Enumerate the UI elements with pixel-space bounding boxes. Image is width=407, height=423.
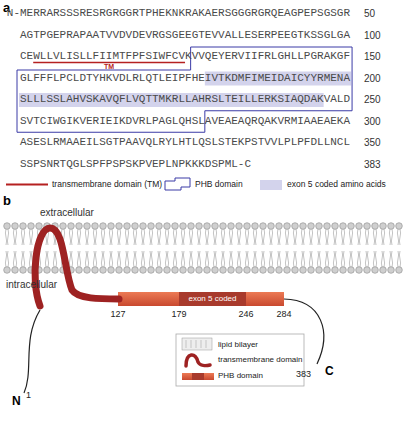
residue-number: 250 [364, 93, 381, 106]
terminus-label: C [325, 364, 334, 378]
sequence-line: N-MERRARSSSRESRGRGGRTPHEKNKRAKAERSGGGRGR… [7, 7, 350, 20]
sequence-line: SSPSNRTQGLSPFPSPSKPVEPLNPKKKDSPML-C [20, 158, 251, 171]
residue-number: 1 [26, 390, 31, 401]
legend-swatch [260, 180, 282, 190]
residue-number: 150 [364, 50, 381, 63]
legend-label: PHB domain [195, 179, 243, 190]
sequence-line: SLLLSSLAHVSKAVQFLVQTTMKRLLAHRSLTEILLERKS… [20, 93, 350, 106]
panel-letter: b [3, 193, 11, 208]
residue-number: 383 [364, 158, 381, 171]
legend-label: transmembrane domain [218, 354, 302, 365]
sequence-line: ASESLRMAAEILSGTPAAVQLRYLHTLQSLSTEKPSTVVL… [20, 136, 350, 149]
terminus-label: N [12, 394, 21, 408]
residue-number: 179 [171, 309, 186, 320]
sequence-line: GLFFFLPCLDTYHKVDLRLQTLEIPFHEIVTKDMFIMEID… [20, 72, 350, 85]
phb-domain-bar [118, 292, 284, 306]
sequence-line: AGTPGEPRAPAATVVDVDEVRGSGEEGTEVVALLESERPE… [20, 29, 350, 42]
residue-number: 383 [296, 369, 311, 380]
transmembrane-domain [35, 228, 119, 306]
domain-label: TM [104, 63, 114, 70]
residue-number: 100 [364, 29, 381, 42]
side-label: intracellular [6, 279, 57, 291]
exon5-segment: exon 5 coded [179, 292, 246, 306]
residue-number: 246 [238, 309, 253, 320]
tm-legend-sample [186, 355, 210, 366]
n-terminal-tail [24, 310, 40, 393]
segment-label: exon 5 coded [188, 294, 236, 304]
sequence-line: CEWLLVLISLLFIIMTFPFSIWFCVKVVQEYERVIIFRLG… [20, 50, 350, 63]
phb-legend-sample [182, 373, 214, 380]
residue-number: 300 [364, 115, 381, 128]
sequence-line: SVTCIWGIKVERIEIKDVRLPAGLQHSLAVEAEAQRQAKV… [20, 115, 350, 128]
residue-number: 127 [110, 309, 125, 320]
bilayer-legend-sample [186, 340, 206, 348]
legend-box [176, 334, 304, 386]
phb-legend-outline [165, 178, 190, 190]
phb-outline [17, 47, 352, 132]
legend-label: transmembrane domain (TM) [52, 179, 162, 190]
tm-legend-line [6, 184, 48, 186]
legend-label: lipid bilayer [218, 339, 258, 350]
residue-number: 284 [276, 309, 291, 320]
legend-label: PHB domain [218, 370, 263, 381]
residue-number: 50 [364, 7, 375, 20]
residue-number: 200 [364, 72, 381, 85]
legend-label: exon 5 coded amino acids [287, 179, 386, 190]
bilayer-legend-sample [182, 338, 212, 350]
side-label: extracellular [40, 207, 94, 219]
residue-number: 350 [364, 136, 381, 149]
phb-legend-sample [192, 373, 204, 380]
